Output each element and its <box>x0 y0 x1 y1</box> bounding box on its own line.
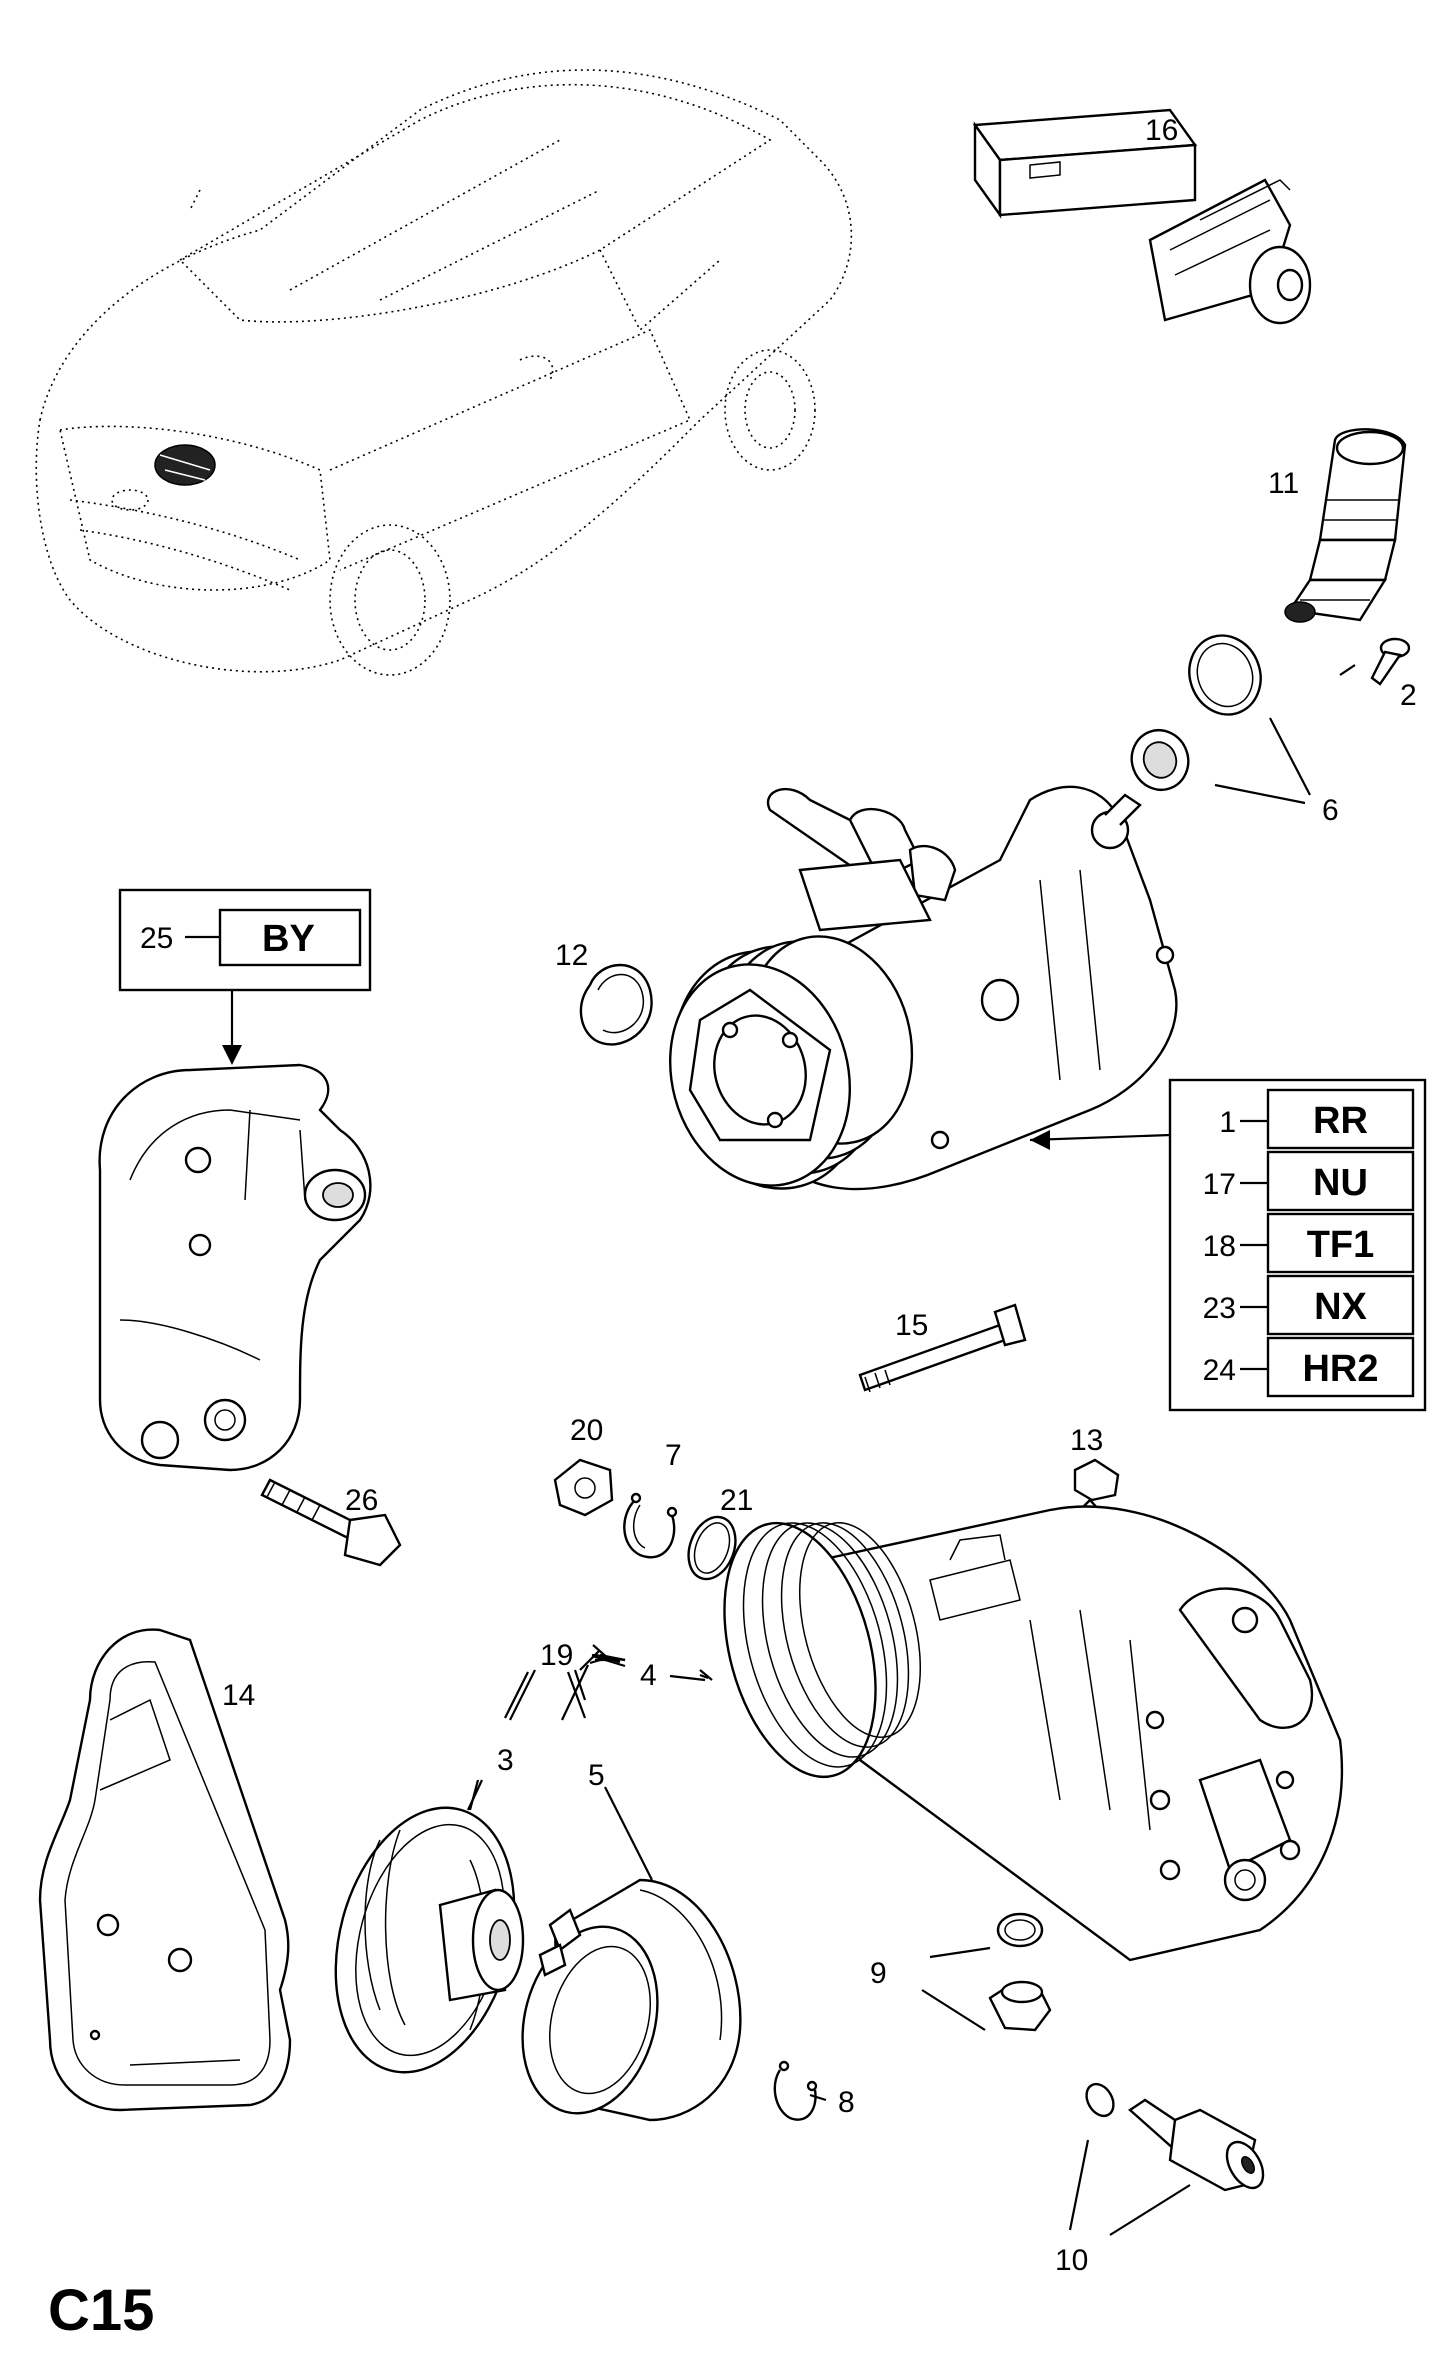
callout-15: 15 <box>895 1309 928 1342</box>
part-10-pressure-sensor <box>1085 2082 1265 2192</box>
callout-20: 20 <box>570 1414 603 1447</box>
leader-lines-19-group <box>467 1653 706 1811</box>
part-15-long-bolt <box>858 1303 1027 1393</box>
code-row-number: 1 <box>1219 1106 1236 1139</box>
callout-19: 19 <box>540 1639 573 1672</box>
code-cell-23 <box>1266 1274 1415 1336</box>
callout-5: 5 <box>588 1759 605 1792</box>
part-8-snap-ring <box>773 2060 818 2121</box>
code-row-value: NU <box>1313 1162 1368 1204</box>
code-cell-24 <box>1266 1336 1415 1398</box>
code-row-value: NX <box>1314 1286 1367 1328</box>
code-row-number: 24 <box>1203 1354 1236 1387</box>
main-compressor-assembly <box>668 785 1178 1191</box>
callout-6: 6 <box>1322 794 1339 827</box>
part-6-seal-rings <box>1130 634 1262 791</box>
part-21-o-ring <box>687 1515 737 1581</box>
part-7-circlip <box>623 1492 678 1559</box>
compressor-code-table: 1 RR 17 NU 18 TF1 23 NX 24 HR2 <box>1029 1078 1427 1412</box>
part-11-control-valve <box>1284 428 1407 623</box>
code-row-number: 18 <box>1203 1230 1236 1263</box>
callout-labels: 16 11 2 6 12 15 20 7 21 13 26 14 19 4 3 … <box>48 114 1417 2343</box>
part-5-clutch-coil <box>521 1878 742 2122</box>
callout-3: 3 <box>497 1744 514 1777</box>
part-26-bolt <box>260 1478 402 1567</box>
part-12-snap-ring <box>579 963 653 1046</box>
part-3-clutch-plate <box>334 1806 525 2074</box>
callout-21: 21 <box>720 1484 753 1517</box>
part-2-screw <box>1370 637 1411 686</box>
callout-8: 8 <box>838 2086 855 2119</box>
part-9-plug-and-o-ring <box>988 1912 1052 2032</box>
callout-12: 12 <box>555 939 588 972</box>
compressor-location-marker <box>154 444 216 486</box>
part-4-compressor <box>723 1505 1344 1962</box>
vehicle-outline <box>35 69 853 676</box>
bracket-code-box: 25 BY <box>118 888 372 1065</box>
callout-7: 7 <box>665 1439 682 1472</box>
callout-13: 13 <box>1070 1424 1103 1457</box>
part-25-mounting-bracket <box>98 1063 372 1472</box>
callout-16: 16 <box>1145 114 1178 147</box>
code-row-value: HR2 <box>1302 1348 1378 1390</box>
code-cell-18 <box>1266 1212 1415 1274</box>
code-row-value: RR <box>1313 1100 1368 1142</box>
callout-11: 11 <box>1268 467 1299 500</box>
part-14-heat-shield <box>38 1628 292 2112</box>
callout-4: 4 <box>640 1659 657 1692</box>
part-16-boxed-valve <box>972 108 1312 325</box>
callout-9: 9 <box>870 1957 887 1990</box>
part-20-nut <box>553 1458 614 1517</box>
page-code: C15 <box>48 2278 154 2343</box>
bracket-code-number: 25 <box>140 922 173 955</box>
callout-26: 26 <box>345 1484 378 1517</box>
code-cell-1 <box>1266 1088 1415 1150</box>
callout-2: 2 <box>1400 679 1417 712</box>
code-row-value: TF1 <box>1307 1224 1375 1266</box>
callout-10: 10 <box>1055 2244 1088 2277</box>
callout-14: 14 <box>222 1679 255 1712</box>
code-cell-17 <box>1266 1150 1415 1212</box>
code-row-number: 23 <box>1203 1292 1236 1325</box>
code-row-number: 17 <box>1203 1168 1236 1201</box>
bracket-code-value: BY <box>262 918 315 960</box>
